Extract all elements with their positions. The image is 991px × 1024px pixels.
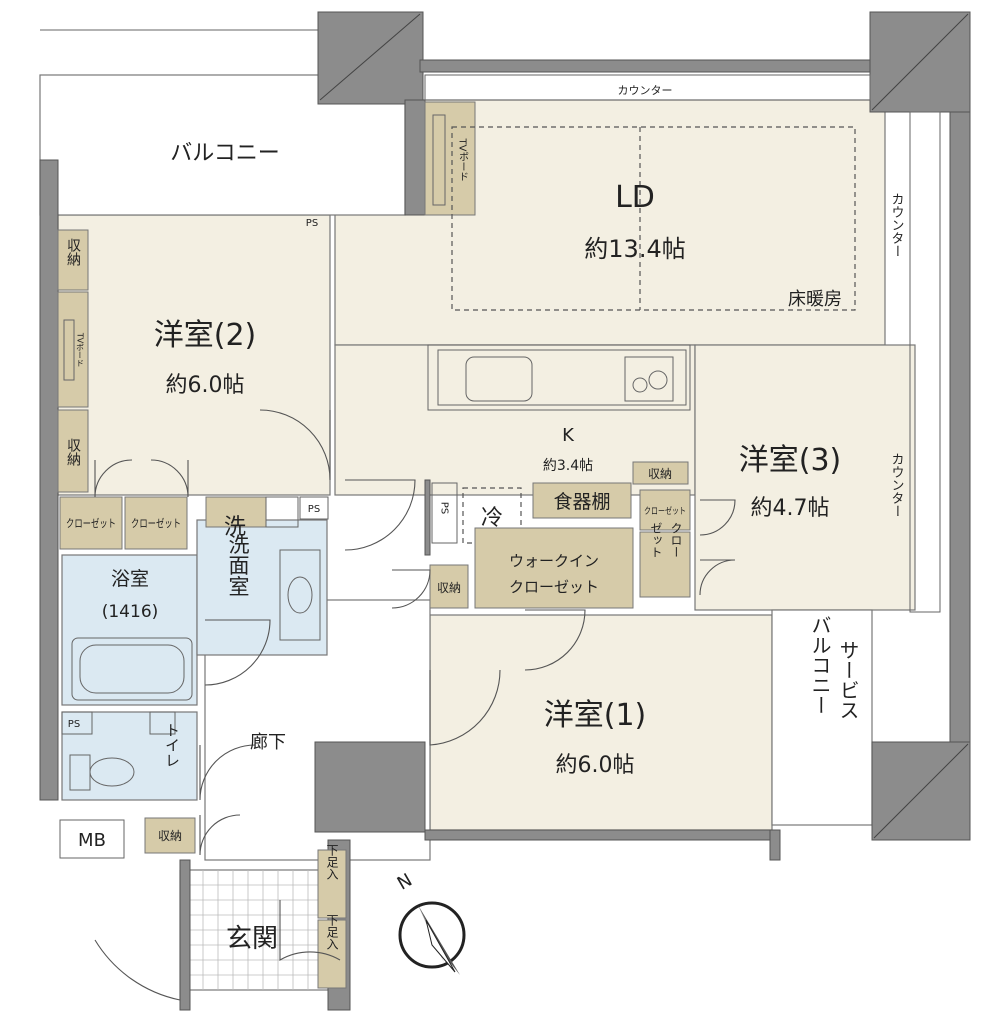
room1-name: 洋室(1) bbox=[544, 698, 647, 733]
corridor-storage-2-label: 収納 bbox=[437, 581, 461, 595]
entrance-label: 玄関 bbox=[226, 924, 278, 954]
counter-right-label-2: カウンター bbox=[889, 453, 904, 518]
cupboard bbox=[532, 482, 632, 519]
bath-floor bbox=[61, 554, 198, 706]
room3-closet-top bbox=[639, 489, 691, 531]
fridge-label: 冷 bbox=[481, 506, 503, 531]
closet-a-label: クローゼット bbox=[66, 517, 116, 530]
ps-label-ld: PS bbox=[306, 218, 318, 229]
walkin-label-2: クローゼット bbox=[509, 578, 599, 596]
bath-name: 浴室 bbox=[111, 568, 149, 590]
room2-storage bbox=[57, 229, 89, 493]
room3-size: 約4.7帖 bbox=[751, 496, 830, 521]
walkin-closet bbox=[474, 527, 634, 609]
floor-heating-area bbox=[451, 126, 856, 311]
ld-size: 約13.4帖 bbox=[584, 235, 685, 263]
kitchen-storage bbox=[632, 461, 689, 485]
washer-area bbox=[205, 496, 267, 528]
ps-label-wash: PS bbox=[308, 504, 320, 515]
ld-name: LD bbox=[615, 180, 655, 215]
room1-size: 約6.0帖 bbox=[556, 753, 635, 778]
bathtub-icon bbox=[71, 637, 193, 701]
kitchen-name: K bbox=[562, 425, 575, 446]
kitchen-counter bbox=[427, 344, 691, 411]
balcony-label: バルコニー bbox=[170, 141, 280, 166]
doors bbox=[94, 409, 736, 1001]
room3-floor bbox=[694, 344, 916, 611]
room2-storage-label-2: 収納 bbox=[65, 438, 81, 467]
sink-icon bbox=[465, 356, 533, 402]
stove-icon bbox=[624, 356, 674, 402]
service-balcony-label-1: サービス bbox=[836, 640, 860, 720]
bath-size: (1416) bbox=[102, 602, 159, 622]
walls bbox=[39, 11, 971, 1011]
compass-north-label: N bbox=[394, 870, 416, 895]
washroom-label: 洗面室 bbox=[226, 534, 250, 597]
walkin-label-1: ウォークイン bbox=[509, 552, 599, 570]
corridor-storage-label: 収納 bbox=[158, 829, 182, 843]
compass: N bbox=[394, 870, 466, 975]
corridor-label: 廊下 bbox=[250, 732, 286, 753]
closet-b bbox=[124, 496, 188, 550]
mb-label: MB bbox=[78, 830, 106, 851]
shoe-storage-label-2: 下足入 bbox=[325, 914, 339, 950]
room3-closet-label-1: ゼット bbox=[649, 522, 663, 558]
ps-box-wash bbox=[299, 496, 329, 520]
room2-tvboard-label: TVボード bbox=[76, 332, 85, 367]
wall-hatch bbox=[319, 13, 969, 839]
wash-mark: 洗 bbox=[224, 515, 246, 540]
service-balcony-floor bbox=[771, 609, 873, 826]
tv-board-ld bbox=[424, 101, 476, 216]
closet-a bbox=[59, 496, 123, 550]
kitchen-partition bbox=[424, 479, 431, 556]
service-balcony-label-2: バルコニー bbox=[808, 615, 832, 715]
room3-closet bbox=[639, 531, 691, 598]
room2-floor bbox=[57, 214, 331, 496]
washroom-floor bbox=[196, 519, 328, 656]
counter-top-strip bbox=[424, 74, 871, 101]
room2-storage-label-1: 収納 bbox=[65, 238, 81, 267]
entrance-tiles bbox=[188, 870, 328, 990]
corridor-storage-2 bbox=[429, 564, 469, 609]
counter-right-label-1: カウンター bbox=[889, 193, 904, 258]
ps-box-kitchen bbox=[431, 482, 458, 544]
toilet-icon bbox=[61, 711, 176, 791]
shoe-storage-1 bbox=[317, 849, 347, 919]
kitchen-size: 約3.4帖 bbox=[543, 458, 593, 474]
closet-b-label: クローゼット bbox=[131, 517, 181, 530]
mb-box bbox=[59, 819, 125, 859]
fridge-area bbox=[462, 487, 522, 544]
corridor-storage bbox=[144, 817, 196, 854]
floor-areas bbox=[39, 74, 916, 991]
cupboard-label: 食器棚 bbox=[553, 491, 610, 513]
room2-name: 洋室(2) bbox=[154, 318, 257, 353]
toilet-label: トイレ bbox=[163, 723, 181, 768]
counter-right-strip bbox=[909, 111, 941, 613]
counter-top-label: カウンター bbox=[618, 84, 673, 97]
shoe-storage-label-1: 下足入 bbox=[325, 844, 339, 880]
room3-name: 洋室(3) bbox=[739, 443, 842, 478]
ps-label-kitchen: PS bbox=[439, 502, 450, 514]
shoe-storage-2 bbox=[317, 919, 347, 989]
floor-heating-label: 床暖房 bbox=[788, 289, 842, 310]
room2-size: 約6.0帖 bbox=[166, 373, 245, 398]
room3-closet-top-label: クローゼット bbox=[644, 505, 686, 517]
ps-label-toilet: PS bbox=[68, 719, 80, 730]
tv-board-ld-label: TVボード bbox=[457, 138, 469, 182]
wash-basin bbox=[279, 549, 321, 641]
kitchen-storage-label: 収納 bbox=[648, 467, 672, 481]
room3-closet-label-2: クロー bbox=[669, 522, 683, 558]
